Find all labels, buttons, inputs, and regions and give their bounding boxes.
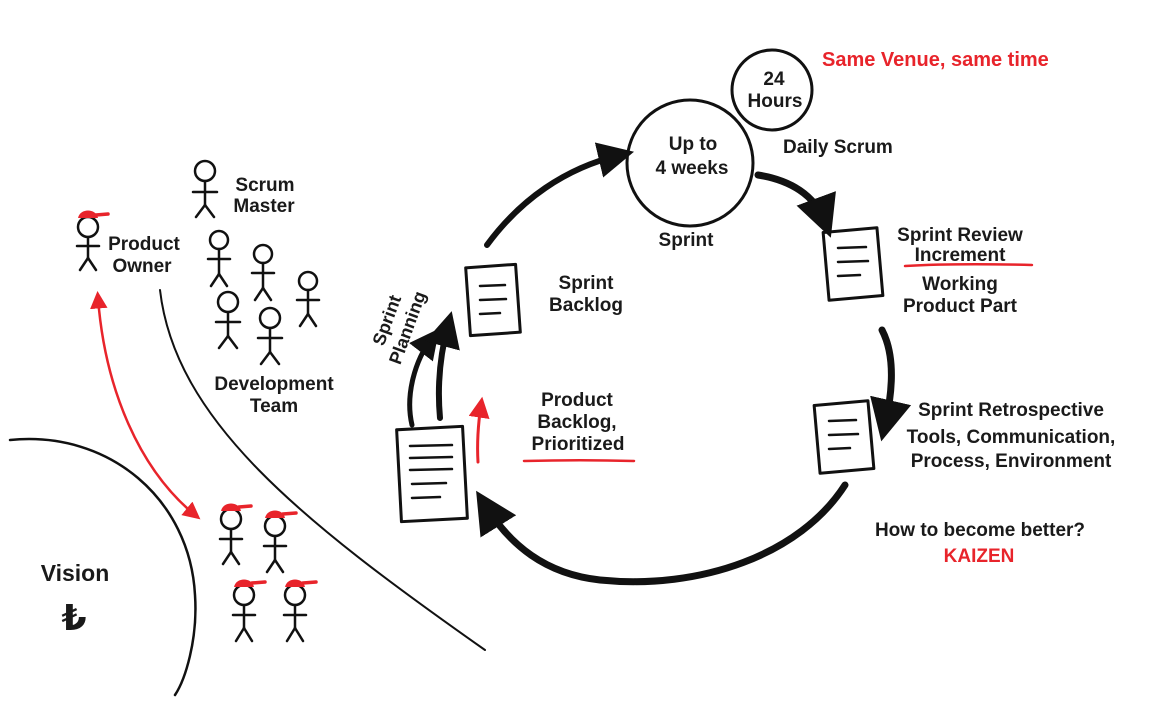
same-venue-note: Same Venue, same time <box>822 49 1049 71</box>
customer-figure <box>231 579 267 643</box>
priority-red-arrow <box>468 396 490 464</box>
sprint-backlog-label: Backlog <box>549 295 623 316</box>
customer-figure <box>282 579 318 643</box>
increment-label: Increment <box>915 245 1006 266</box>
sprint-backlog-label: Sprint <box>559 273 615 294</box>
vision-arc <box>8 437 197 697</box>
working-product-label: Working <box>922 274 998 295</box>
sprint-review-document-icon <box>821 226 885 302</box>
cycle-arrow-review-to-retro <box>870 326 912 442</box>
cycle-arrow-backlog-up-1 <box>407 328 440 428</box>
working-product-label: Product Part <box>903 296 1018 317</box>
retro-topics-label: Process, Environment <box>911 451 1112 472</box>
dev-team-figure <box>250 243 276 302</box>
sprint-duration-label: 4 weeks <box>656 158 729 179</box>
scrum-master-label: Scrum <box>235 175 294 196</box>
how-better-label: How to become better? <box>875 520 1085 541</box>
product-owner-label: Product <box>108 234 180 255</box>
kaizen-label: KAIZEN <box>944 546 1015 567</box>
daily-circle <box>730 48 814 132</box>
sprint-retro-label: Sprint Retrospective <box>918 400 1104 421</box>
dev-team-figure <box>256 306 284 366</box>
sprint-review-label: Sprint Review <box>897 225 1023 246</box>
dev-team-label: Team <box>250 396 298 417</box>
owner-customer-arrow <box>90 291 201 520</box>
product-owner-figure <box>75 210 110 272</box>
customer-figure <box>218 503 253 566</box>
dev-team-label: Development <box>214 374 334 395</box>
currency-icon: ₺ <box>61 597 86 638</box>
dev-team-figure <box>295 270 321 328</box>
daily-hours-label: Hours <box>748 91 803 112</box>
sprint-duration-label: Up to <box>669 134 718 155</box>
sprint-backlog-document-icon <box>464 262 522 338</box>
scrum-master-label: Master <box>233 196 295 217</box>
increment-underline <box>903 263 1034 268</box>
customer-figure <box>262 510 298 574</box>
dev-team-figure <box>214 290 242 350</box>
scrum-master-figure <box>191 159 219 219</box>
cycle-arrow-retro-to-backlog <box>476 481 849 586</box>
cycle-arrow-sprint-to-review <box>754 171 836 238</box>
product-backlog-label: Product <box>541 390 613 411</box>
cycle-arrow-planning-to-sprint <box>484 142 635 248</box>
vision-label: Vision <box>41 560 110 586</box>
prioritized-underline <box>522 459 636 463</box>
product-owner-label: Owner <box>112 256 172 277</box>
product-backlog-label: Prioritized <box>532 434 625 455</box>
cycle-arrow-backlog-up-2 <box>425 311 460 421</box>
product-backlog-label: Backlog, <box>537 412 616 433</box>
sprint-retro-document-icon <box>812 399 876 475</box>
retro-topics-label: Tools, Communication, <box>907 427 1116 448</box>
dev-team-figure <box>206 229 232 288</box>
sprint-label: Sprint <box>659 230 715 251</box>
product-backlog-document-icon <box>395 424 469 524</box>
sprint-circle <box>625 98 755 228</box>
daily-scrum-label: Daily Scrum <box>783 137 893 158</box>
daily-hours-label: 24 <box>763 69 785 90</box>
